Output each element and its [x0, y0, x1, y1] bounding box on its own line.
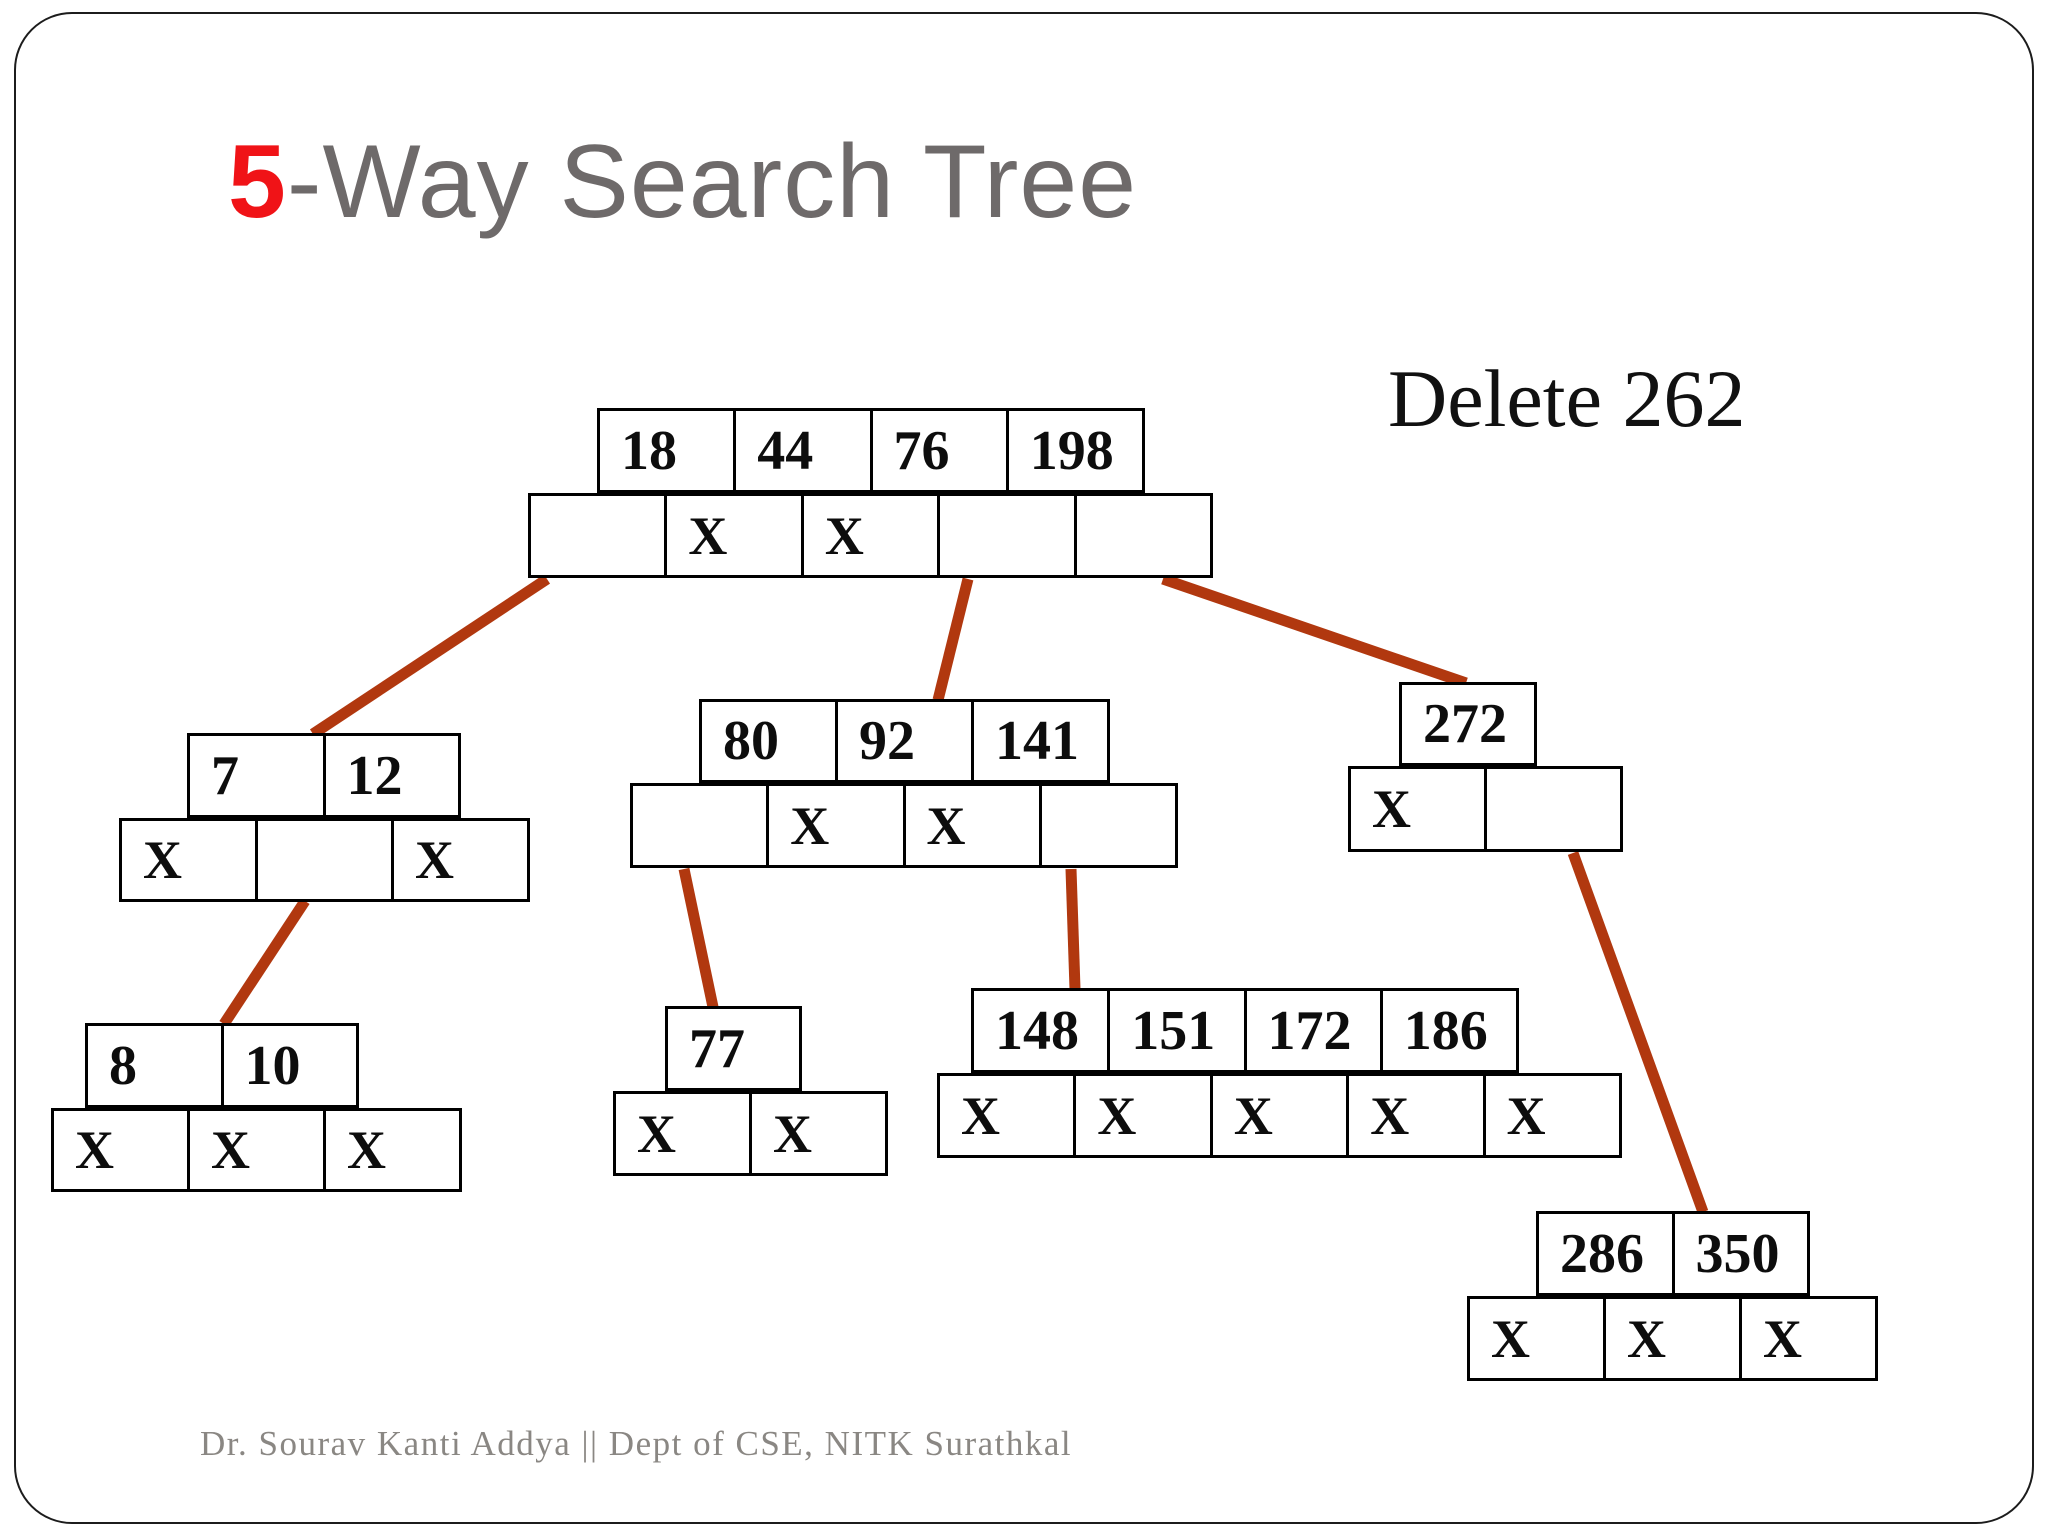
pointer-cell: X	[1073, 1076, 1209, 1155]
key-cell: 148	[995, 999, 1079, 1062]
pointer-cell	[1484, 769, 1620, 849]
key-cell: 44	[733, 411, 869, 490]
key-cell: 7	[211, 744, 239, 807]
node-77-key-row: 77	[665, 1006, 802, 1091]
tree-edge-root-ptr1-to-node-7-12	[309, 574, 551, 739]
pointer-cell: X	[749, 1094, 885, 1173]
key-cell: 18	[621, 419, 677, 482]
key-cell: 286	[1560, 1222, 1644, 1285]
key-cell: 172	[1243, 991, 1380, 1070]
pointer-cell: X	[143, 830, 182, 890]
key-cell: 186	[1379, 991, 1516, 1070]
key-cell: 151	[1107, 991, 1243, 1070]
key-cell: 8	[109, 1034, 137, 1097]
pointer-cell: X	[391, 821, 527, 899]
key-cell: 76	[869, 411, 1006, 490]
pointer-cell: X	[323, 1111, 459, 1189]
pointer-cell: X	[187, 1111, 323, 1189]
tree-edge-node-272-ptr2-to-node-286-350	[1567, 851, 1709, 1214]
node-272-pointer-row: X	[1348, 766, 1623, 852]
footer-credit: Dr. Sourav Kanti Addya || Dept of CSE, N…	[200, 1424, 1073, 1463]
node-7-12-key-row: 7 12	[187, 733, 461, 818]
pointer-cell: X	[1482, 1076, 1619, 1155]
pointer-cell: X	[1603, 1299, 1739, 1378]
key-cell: 10	[220, 1026, 357, 1105]
pointer-cell: X	[637, 1103, 676, 1164]
pointer-cell	[633, 786, 766, 865]
page-title: 5-Way Search Tree	[228, 130, 1137, 234]
key-cell: 80	[723, 710, 779, 772]
tree-edge-node-7-12-ptr2-to-node-8-10	[219, 897, 310, 1028]
pointer-cell: X	[766, 786, 902, 865]
node-8-10-key-row: 8 10	[85, 1023, 359, 1108]
pointer-cell	[1073, 496, 1210, 575]
pointer-cell: X	[1209, 1076, 1346, 1155]
node-272-key-row: 272	[1399, 682, 1537, 766]
pointer-cell: X	[1739, 1299, 1875, 1378]
node-286-350-key-row: 286 350	[1536, 1211, 1810, 1296]
key-cell: 12	[322, 736, 459, 815]
tree-edge-root-ptr4-to-node-80-92-141	[932, 577, 974, 702]
tree-edge-node-80-92-141-ptr1-to-node-77	[678, 867, 719, 1009]
pointer-cell	[531, 496, 664, 575]
pointer-cell: X	[1346, 1076, 1482, 1155]
delete-annotation: Delete 262	[1388, 353, 1746, 444]
pointer-cell	[937, 496, 1073, 575]
pointer-cell: X	[902, 786, 1039, 865]
pointer-cell: X	[1491, 1308, 1530, 1369]
pointer-cell: X	[1372, 779, 1411, 839]
pointer-cell: X	[800, 496, 937, 575]
title-text: -Way Search Tree	[286, 124, 1138, 240]
key-cell: 350	[1671, 1214, 1808, 1293]
slide-border-frame	[14, 12, 2034, 1524]
title-accent-number: 5	[228, 124, 287, 240]
key-cell: 141	[971, 702, 1107, 780]
key-cell: 272	[1423, 693, 1507, 755]
key-cell: 92	[835, 702, 971, 780]
pointer-cell	[255, 821, 391, 899]
pointer-cell: X	[664, 496, 800, 575]
key-cell: 198	[1005, 411, 1142, 490]
tree-edge-root-ptr5-to-node-272	[1161, 573, 1468, 689]
tree-edge-node-80-92-141-ptr4-to-node-148-151-172-186	[1065, 868, 1081, 990]
pointer-cell: X	[961, 1085, 1000, 1146]
pointer-cell: X	[75, 1120, 114, 1180]
pointer-cell	[1038, 786, 1175, 865]
key-cell: 77	[689, 1017, 745, 1080]
